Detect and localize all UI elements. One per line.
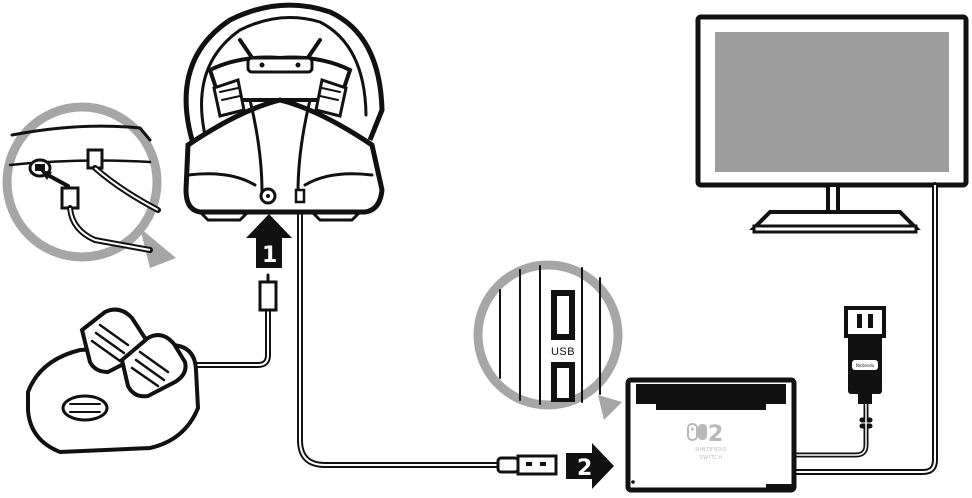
power-cable (787, 392, 873, 458)
connector-callout (2, 102, 176, 268)
pedal-right (119, 333, 188, 399)
insert-arrow (44, 172, 70, 188)
dock-slot (636, 384, 786, 404)
tv-screen (715, 32, 949, 172)
usb-port-label: USB (551, 346, 575, 358)
television (695, 14, 969, 234)
step-2-arrow: 2 (566, 443, 614, 489)
usb-exit (294, 188, 306, 204)
pedal-cable (182, 307, 271, 368)
usb-callout-content: USB (499, 265, 601, 405)
switch-dock: 2 NINTENDO SWITCH (625, 377, 797, 493)
logo-text-switch: SWITCH (699, 455, 722, 461)
step-2-number: 2 (577, 456, 592, 481)
adapter-plug-frame (844, 306, 886, 338)
step-1-number: 1 (262, 243, 277, 268)
steering-wheel (183, 2, 385, 222)
usb-callout: USB (473, 260, 623, 420)
wheel-base (183, 97, 385, 215)
usb-plug-boot (496, 456, 520, 474)
pedals (26, 273, 278, 455)
switch-logo: 2 NINTENDO SWITCH (687, 422, 727, 461)
dock-led (631, 480, 635, 484)
logo-number: 2 (708, 422, 723, 447)
adapter-brand: Nintendo (856, 363, 875, 368)
step-1-arrow: 1 (246, 214, 292, 268)
logo-text-nintendo: NINTENDO (695, 447, 727, 453)
connector-callout-ring (2, 102, 162, 262)
hdmi-cable (787, 182, 938, 475)
usb-plug-head (516, 454, 558, 476)
usb-cable (297, 197, 558, 476)
pedal-plug (258, 280, 278, 312)
power-adapter: Nintendo (844, 306, 886, 404)
